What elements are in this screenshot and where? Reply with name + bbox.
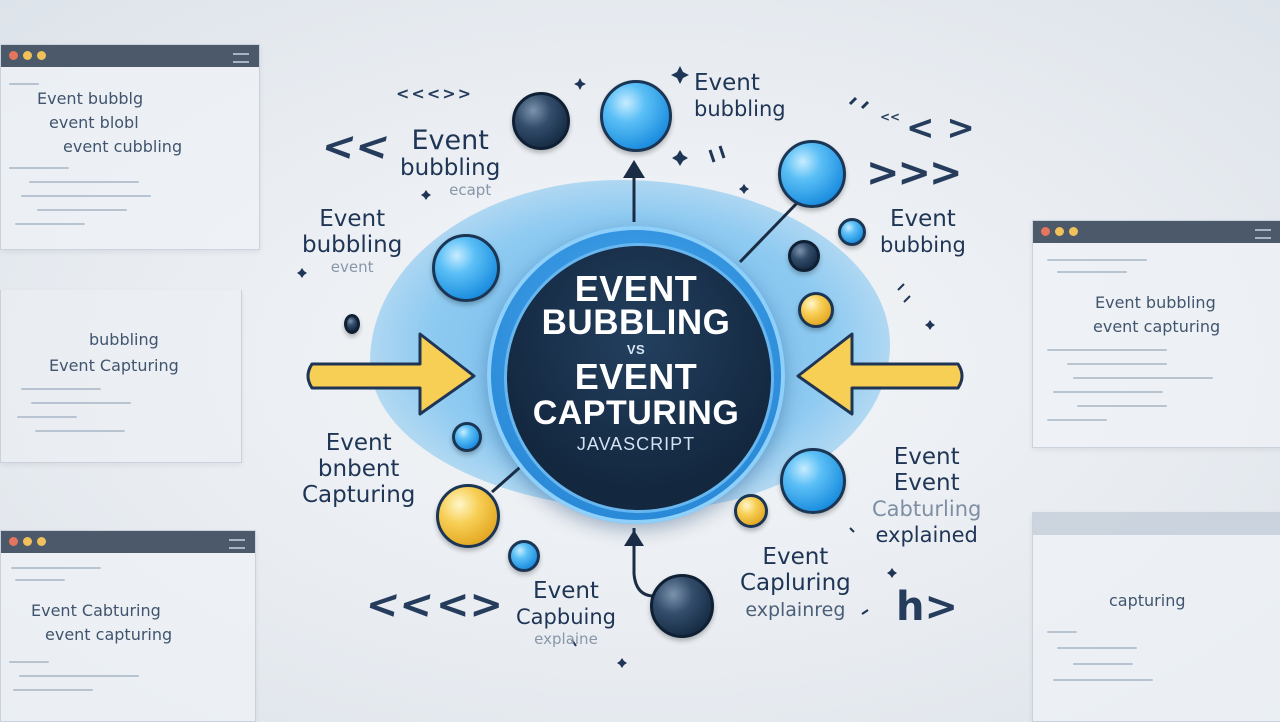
label-bottom-right: Event Capluring explainreg	[740, 544, 851, 623]
code-window-mid-left: bubbling Event Capturing	[0, 290, 242, 463]
code-text: bubbling	[89, 330, 159, 349]
label-bottom-center: Event Capbuing explaine	[516, 578, 616, 648]
label-line: Cabturling	[872, 497, 982, 521]
label-line: Event	[893, 444, 960, 470]
label-right: Event bubbing	[880, 206, 966, 258]
label-faded: explaine	[534, 630, 598, 648]
chevrons-top-icon: <<<>>	[396, 84, 474, 103]
center-core	[504, 243, 774, 513]
code-text: Event Capturing	[49, 356, 179, 375]
code-text: event capturing	[1093, 317, 1221, 336]
sphere-gold-right	[798, 292, 834, 328]
chevrons-upper-left-icon: <<	[317, 124, 394, 170]
code-text: Event Cabturing	[31, 601, 161, 620]
label-faded: ecapt	[449, 181, 492, 199]
label-line: bubbling	[694, 97, 786, 121]
code-window-bottom-right: capturing	[1032, 512, 1280, 722]
sphere-blue-small-left	[452, 422, 482, 452]
sphere-blue-small-right	[838, 218, 866, 246]
sphere-navy-bottom	[650, 574, 714, 638]
label-line: Event	[325, 430, 392, 456]
title-line-2: BUBBLING	[541, 303, 731, 342]
label-line: Event	[319, 206, 386, 232]
brackets-upper-right-icon: < >	[906, 108, 975, 148]
label-upper-left: Event bubbling ecapt	[400, 125, 501, 199]
code-text: event capturing	[45, 625, 173, 644]
code-window-right: Event bubbling event capturing	[1032, 220, 1280, 448]
sphere-gold-bottom-right	[734, 494, 768, 528]
chevrons-small-icon: <<	[880, 110, 901, 124]
title-vs: VS	[626, 342, 646, 357]
label-line: bubbing	[880, 233, 966, 257]
code-text: event blobl	[49, 113, 139, 132]
code-text: Event bubblg	[37, 89, 144, 108]
title-line-4: CAPTURING	[532, 394, 740, 432]
title-line-3: EVENT	[574, 356, 698, 397]
label-line: bubbling	[400, 155, 501, 181]
chevrons-bottom-left-icon: <<	[362, 582, 437, 628]
label-line: Capturing	[302, 482, 416, 508]
label-top-right: Event bubbling	[694, 70, 786, 122]
sphere-blue-top	[600, 80, 672, 152]
label-faded: event	[330, 258, 374, 276]
brackets-bottom-left-icon: <>	[436, 582, 504, 628]
sphere-blue-left	[432, 234, 500, 302]
label-line: Event	[694, 70, 760, 96]
code-text: event cubbling	[63, 137, 183, 156]
code-window-bottom-left: Event Cabturing event capturing	[0, 530, 256, 722]
code-text: Event bubbling	[1095, 293, 1216, 312]
label-line: Event	[762, 544, 829, 570]
label-line: Capluring	[740, 570, 851, 596]
label-line: bubbling	[302, 232, 403, 258]
label-left: Event bubbling event	[302, 206, 402, 276]
label-line: explainreg	[745, 599, 846, 621]
code-text: capturing	[1109, 591, 1186, 610]
sphere-navy-tiny-left	[344, 314, 360, 334]
label-line: Capbuing	[516, 605, 616, 629]
title-line-1: EVENT	[574, 268, 698, 309]
sphere-blue-bottom-left	[508, 540, 540, 572]
label-line: Event	[411, 125, 489, 156]
glyph-bottom-right-icon: h>	[896, 584, 958, 630]
sphere-gold-left	[436, 484, 500, 548]
label-line: Event	[893, 470, 960, 496]
label-lower-right: Event Event Cabturling explained	[872, 444, 981, 548]
label-lower-left: Event bnbent Capturing	[302, 430, 415, 508]
chevrons-right-icon: >>>	[866, 150, 963, 196]
sphere-navy-small-right	[788, 240, 820, 272]
label-line: bnbent	[317, 456, 400, 482]
label-line: Event	[889, 206, 956, 232]
label-line: Event	[533, 578, 599, 604]
label-line: explained	[875, 523, 978, 547]
sphere-navy-top	[512, 92, 570, 150]
sphere-blue-top-right	[778, 140, 846, 208]
code-window-top-left: Event bubblg event blobl event cubbling	[0, 44, 260, 250]
sphere-blue-bottom-right	[780, 448, 846, 514]
title-subtitle: JAVASCRIPT	[576, 434, 696, 454]
